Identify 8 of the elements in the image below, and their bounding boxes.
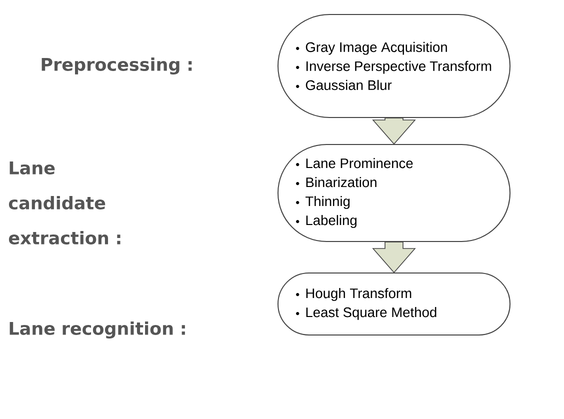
process-stadium: Lane Prominence Binarization Thinnig Labeling (278, 144, 510, 242)
process-stadium: Gray Image Acquisition Inverse Perspective Transform Gaussian Blur (278, 14, 510, 118)
stage-label: Preprocessing : (42, 57, 192, 75)
block-arrow (372, 242, 416, 274)
block-arrow (372, 118, 416, 145)
stage-label: Lane recognition : (10, 321, 185, 339)
process-stadium: Hough Transform Least Square Method (278, 272, 510, 336)
stage-label: Lane candidate extraction : (8, 161, 120, 244)
